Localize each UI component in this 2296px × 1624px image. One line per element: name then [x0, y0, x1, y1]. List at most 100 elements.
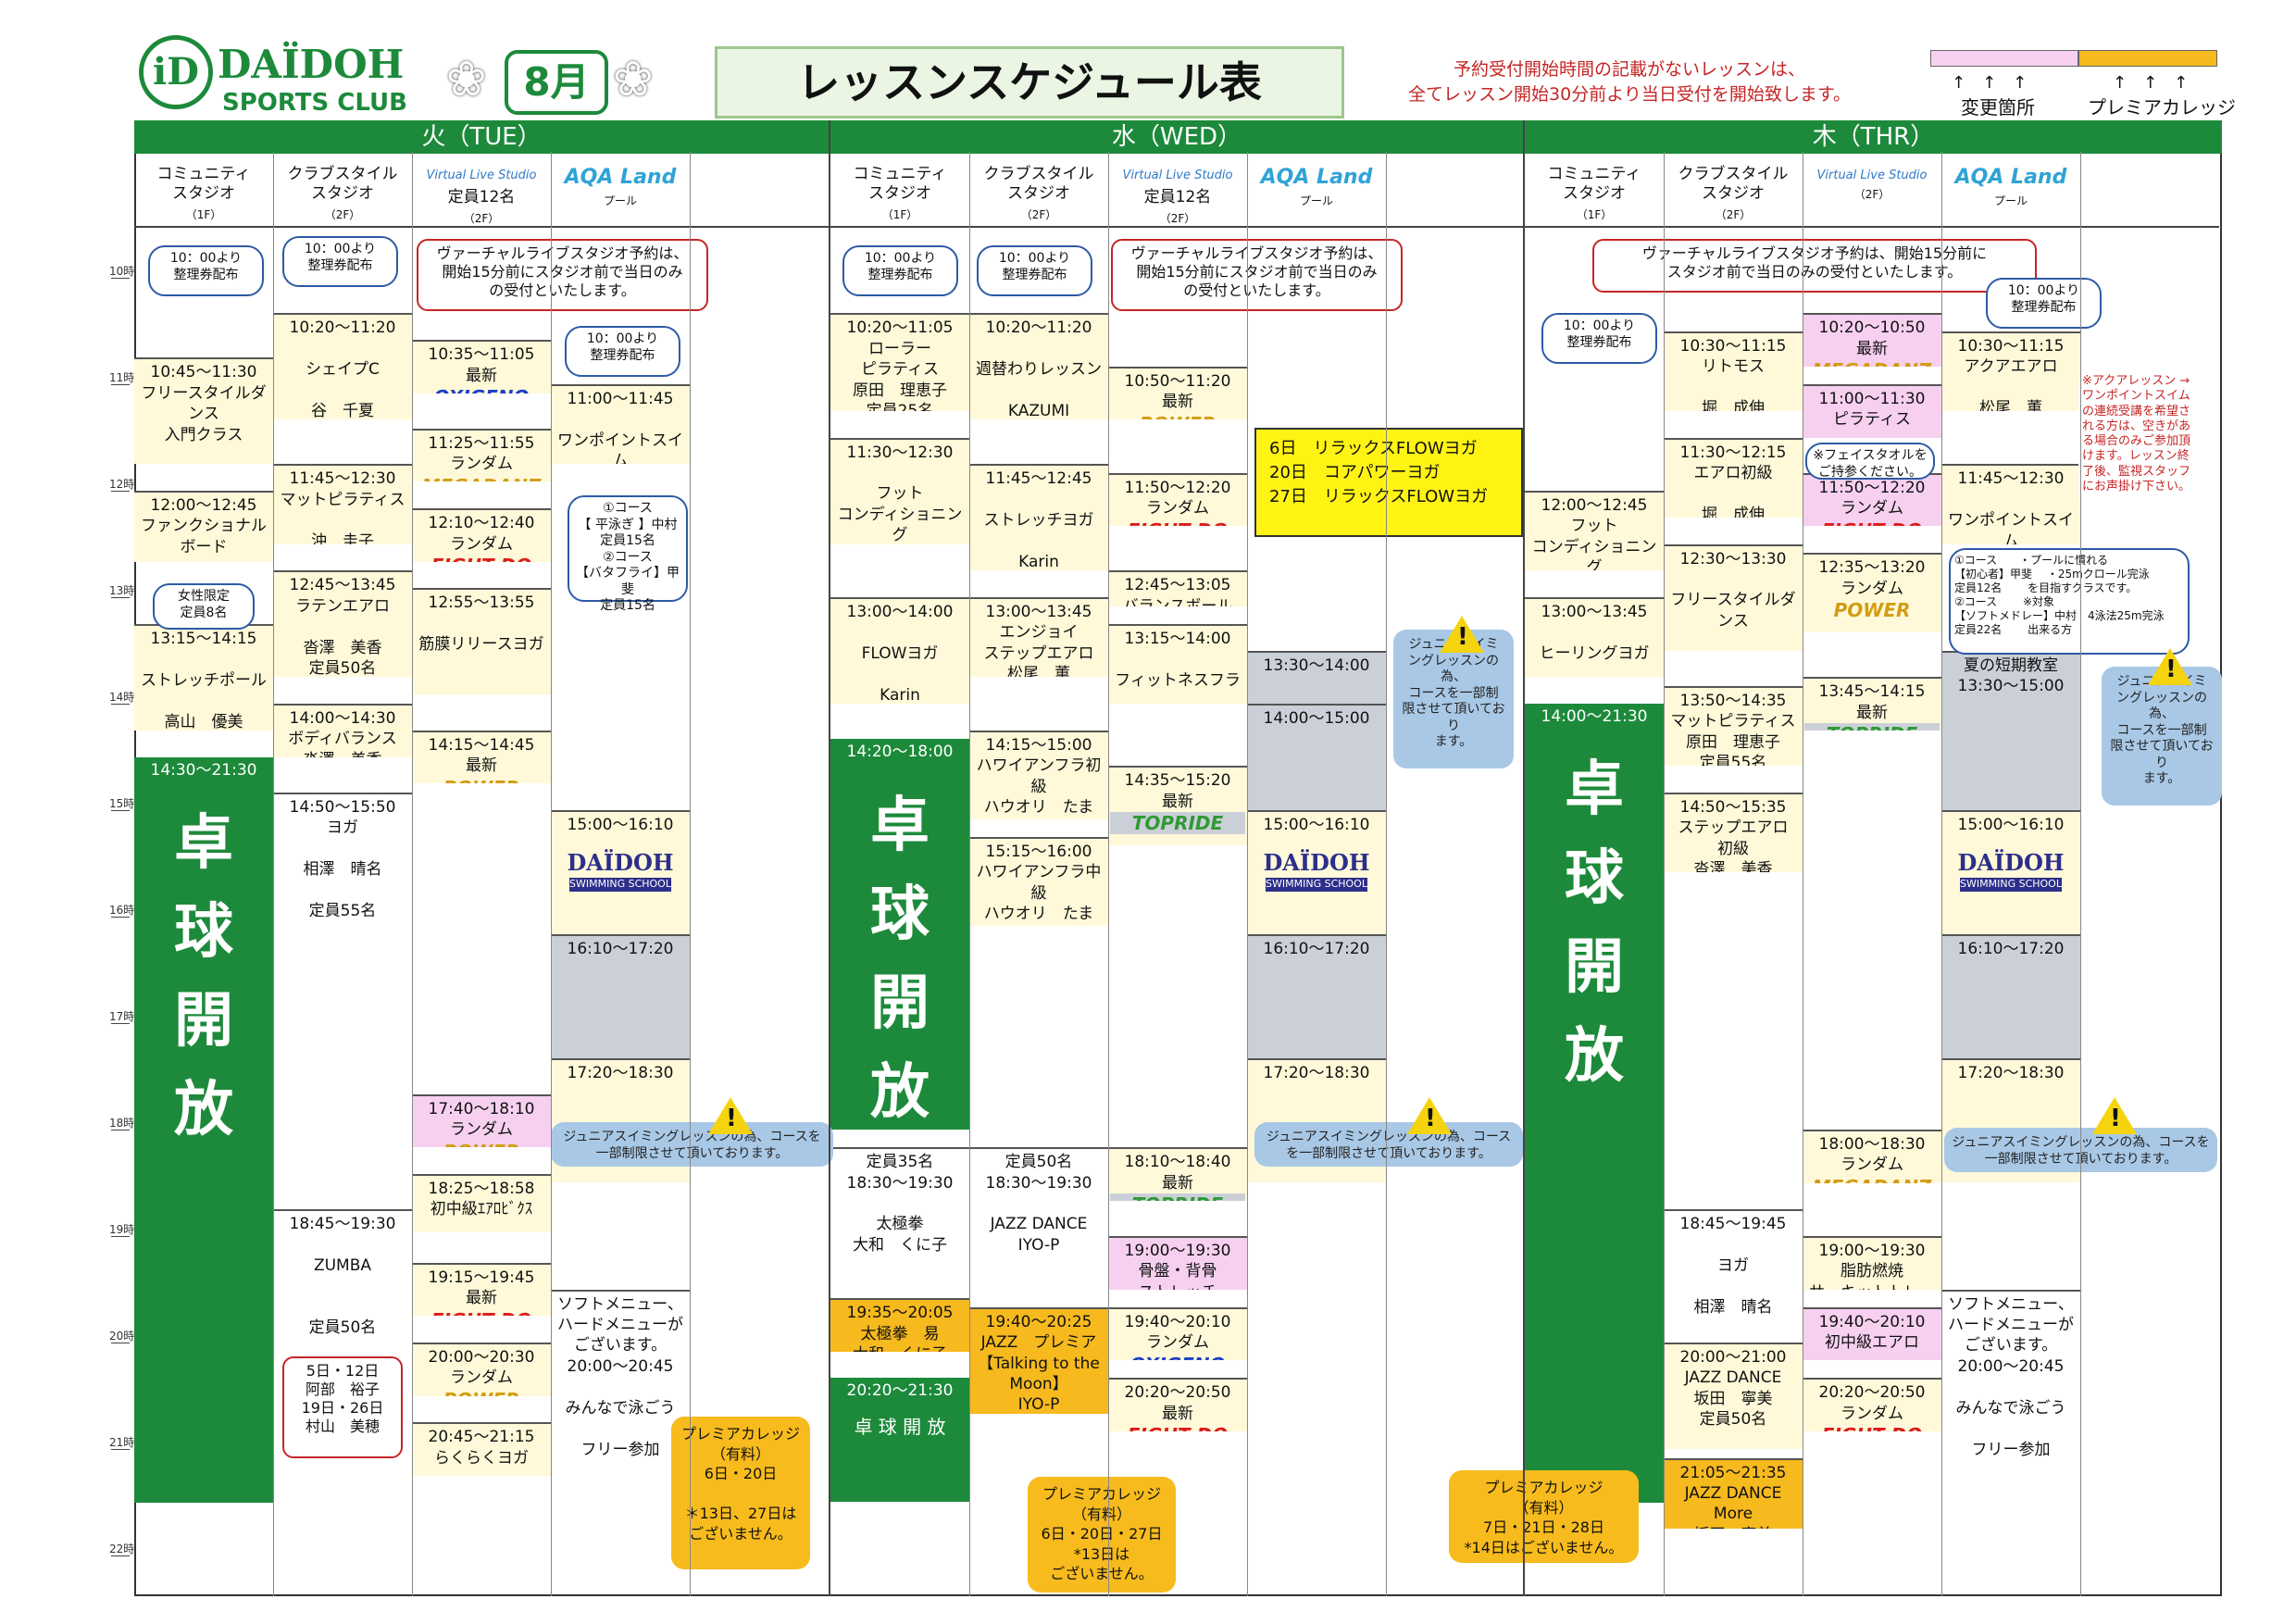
- lesson-cell[interactable]: 14:50～15:35 ステップエアロ 初級 沓澤 美香 定員33名: [1664, 792, 1803, 873]
- month-badge: 8月: [505, 50, 608, 115]
- lesson-cell[interactable]: 20:45～21:15 らくらくヨガ: [412, 1422, 551, 1476]
- lesson-cell[interactable]: 19:15～19:45 最新FIGHT DO: [412, 1262, 551, 1317]
- lesson-cell[interactable]: 19:00～19:30 脂肪燃焼 サーキットトレーニング: [1803, 1236, 1941, 1290]
- lesson-cell[interactable]: 14:15～15:00 ハワイアンフラ初級 ハウオリ たま 定員50名: [969, 730, 1108, 819]
- lesson-cell[interactable]: 11:45～12:30 ワンポイントスイム: [1941, 464, 2080, 544]
- lesson-cell[interactable]: 11:00～11:45 ワンポイントスイム: [551, 384, 690, 465]
- seiri-note: 10：00より 整理券配布: [282, 236, 398, 287]
- lesson-cell[interactable]: 10:30～11:15 リトモス 堀 成伸 定員50名: [1664, 331, 1803, 411]
- brand-logo: FIGHT DO: [1110, 519, 1245, 527]
- lesson-cell[interactable]: 10:20～10:50 最新MEGADANZ: [1803, 313, 1941, 367]
- lesson-cell[interactable]: 11:50～12:20 ランダムFIGHT DO: [1108, 472, 1247, 527]
- lesson-cell[interactable]: 10:45～11:30 フリースタイルダンス 入門クラス MAKI: [134, 357, 273, 465]
- time-label: 16時: [109, 904, 135, 917]
- column-header-empty: [1386, 154, 1525, 228]
- legend-premia: プレミアカレッジ: [2088, 96, 2236, 119]
- lesson-cell[interactable]: 12:55～13:55 筋膜リリースヨガ: [412, 588, 551, 695]
- lesson-cell[interactable]: 14:00～15:00: [1247, 704, 1386, 810]
- lesson-cell[interactable]: 13:50～14:35 マットピラティス 原田 理恵子 定員55名: [1664, 685, 1803, 767]
- lesson-cell[interactable]: 11:45～12:30 マットピラティス 沖 圭子 定員55名: [273, 464, 412, 544]
- lesson-cell[interactable]: 10:30～11:15 アクアエアロ 松尾 薫 定員68名: [1941, 331, 2080, 411]
- lesson-cell[interactable]: 12:00～12:45 ファンクショナル ボード 高山 優美: [134, 491, 273, 562]
- lesson-cell[interactable]: 定員50名 18:30～19:30 JAZZ DANCE IYO-P: [969, 1147, 1108, 1290]
- lesson-cell[interactable]: 13:00～14:00 FLOWヨガ Karin 定員35名: [830, 597, 969, 704]
- time-label: 14時: [109, 691, 135, 704]
- lesson-cell[interactable]: 16:10～17:20: [1247, 934, 1386, 1059]
- lesson-cell[interactable]: 12:10～12:40 ランダムFIGHT DO: [412, 508, 551, 562]
- lesson-cell[interactable]: 21:05～21:35 JAZZ DANCE More 坂田 寧美 定員30名: [1664, 1457, 1803, 1530]
- lesson-cell[interactable]: 14:15～14:45 最新POWER: [412, 730, 551, 784]
- junior-note: ジュニアスイミ ングレッスンの為、 コースを一部制 限させて頂いており ます。: [2102, 667, 2222, 806]
- lesson-cell[interactable]: 19:00～19:30 骨盤・背骨 ストレッチ: [1108, 1236, 1247, 1290]
- lesson-cell[interactable]: 12:45～13:05 バランスボール 8名: [1108, 570, 1247, 606]
- lesson-cell[interactable]: 20:20～20:50 ランダムFIGHT DO: [1803, 1378, 1941, 1431]
- brand-logo: FIGHT DO: [1804, 1424, 1940, 1431]
- lesson-cell[interactable]: 18:00～18:30 ランダムMEGADANZ: [1803, 1130, 1941, 1183]
- lesson-cell[interactable]: 18:25～18:58 初中級ｴｱﾛﾋﾞｸｽ: [412, 1173, 551, 1233]
- lesson-cell[interactable]: 13:00～13:45 エンジョイ ステップエアロ 松尾 薫 定員33名: [969, 597, 1108, 678]
- lesson-cell[interactable]: 16:10～17:20: [1941, 934, 2080, 1059]
- lesson-cell[interactable]: 11:45～12:45 ストレッチヨガ Karin 定員55名: [969, 464, 1108, 571]
- brand-logo: FIGHT DO: [414, 555, 549, 562]
- brand-logo: FIGHT DO: [1804, 519, 1940, 527]
- time-label: 21時: [109, 1436, 135, 1449]
- lesson-cell[interactable]: 14:00～14:30 ボディバランス 沓澤 美香 定員50名: [273, 704, 412, 757]
- lesson-cell[interactable]: 16:10～17:20: [551, 934, 690, 1059]
- legend-arrows: ↑ ↑ ↑: [1952, 73, 2028, 93]
- lesson-cell[interactable]: 13:30～14:00: [1247, 650, 1386, 704]
- lesson-cell[interactable]: 夏の短期教室 13:30～15:00: [1941, 650, 2080, 810]
- lesson-cell[interactable]: 11:25～11:55 ランダムMEGADANZ: [412, 428, 551, 482]
- lesson-cell[interactable]: 12:30～13:30 フリースタイルダンス Maki 定員50名: [1664, 543, 1803, 651]
- lesson-cell[interactable]: 14:50～15:50 ヨガ 相澤 晴名 定員55名: [273, 792, 412, 917]
- brand-logo: FIGHT DO: [1110, 1424, 1245, 1431]
- brand-logo: OXIGENO: [1110, 1354, 1245, 1361]
- lesson-cell[interactable]: 10:20～11:20 週替わりレッスン KAZUMI 定員55名: [969, 313, 1108, 420]
- lesson-cell[interactable]: 20:20～20:50 最新FIGHT DO: [1108, 1378, 1247, 1431]
- lesson-cell[interactable]: 18:45～19:45 ヨガ 相澤 晴名 定員55名: [1664, 1209, 1803, 1325]
- lesson-cell[interactable]: 12:45～13:45 ラテンエアロ 沓澤 美香 定員50名: [273, 570, 412, 678]
- lesson-cell[interactable]: 10:20～11:05 ローラー ピラティス 原田 理恵子 定員25名: [830, 313, 969, 411]
- lesson-cell[interactable]: 19:35～20:05 太極拳 易 大和 くに子 定員20名: [830, 1298, 969, 1352]
- lesson-cell[interactable]: 10:20～11:20 シェイプC 谷 千夏 定員50名: [273, 313, 412, 420]
- column-header-empty: [690, 154, 829, 228]
- seiri-note: 10：00より 整理券配布: [1541, 313, 1657, 364]
- lesson-cell[interactable]: ソフトメニュー、 ハードメニューが ございます。 20:00～20:45 みんな…: [551, 1289, 690, 1476]
- time-label: 13時: [109, 584, 135, 597]
- lesson-cell[interactable]: 18:45～19:30 ZUMBA 定員50名: [273, 1209, 412, 1343]
- notice-line2: 全てレッスン開始30分前より当日受付を開始致します。: [1408, 84, 1851, 105]
- lesson-cell[interactable]: 11:30～12:30 フット コンディショニング 松尾 薫 定員25名: [830, 437, 969, 544]
- lesson-cell[interactable]: 19:40～20:10 ランダムOXIGENO: [1108, 1306, 1247, 1361]
- lesson-cell[interactable]: 13:00～13:45 ヒーリングヨガ 高山 優美 定員35名: [1525, 597, 1664, 678]
- seiri-note: 10：00より 整理券配布: [842, 245, 958, 296]
- lesson-cell[interactable]: 15:15～16:00 ハワイアンフラ中級 ハウオリ たま 定員50名: [969, 836, 1108, 926]
- lesson-cell[interactable]: 11:50～12:20 ランダムFIGHT DO: [1803, 472, 1941, 527]
- lesson-cell[interactable]: 19:40～20:10 初中級エアロ: [1803, 1306, 1941, 1361]
- lesson-cell[interactable]: 11:00～11:30 ピラティス: [1803, 384, 1941, 438]
- lesson-cell[interactable]: 12:00～12:45 フット コンディショニング 松尾 薫 定員25名: [1525, 491, 1664, 571]
- lesson-cell[interactable]: 13:15～14:00 フィットネスフラ: [1108, 623, 1247, 704]
- lesson-cell[interactable]: 20:00～21:00 JAZZ DANCE 坂田 寧美 定員50名: [1664, 1343, 1803, 1449]
- lesson-cell[interactable]: 10:50～11:20 最新POWER: [1108, 366, 1247, 420]
- lesson-cell[interactable]: 定員35名 18:30～19:30 太極拳 大和 くに子: [830, 1147, 969, 1290]
- lesson-cell[interactable]: 11:30～12:15 エアロ初級 堀 成伸 定員50名: [1664, 437, 1803, 518]
- lesson-cell[interactable]: 13:15～14:15 ストレッチポール 高山 優美 定員25名: [134, 623, 273, 731]
- swim-school-logo: DAÏDOH: [1957, 849, 2065, 877]
- column-header: クラブスタイル スタジオ（2F）: [969, 154, 1108, 228]
- lesson-cell[interactable]: ソフトメニュー、 ハードメニューが ございます。 20:00～20:45 みんな…: [1941, 1289, 2080, 1476]
- lesson-cell[interactable]: 10:35～11:05 最新OXIGENO: [412, 340, 551, 394]
- lesson-cell[interactable]: 19:40～20:25 JAZZ プレミア 【Talking to the Mo…: [969, 1306, 1108, 1414]
- time-label: 19時: [109, 1223, 135, 1236]
